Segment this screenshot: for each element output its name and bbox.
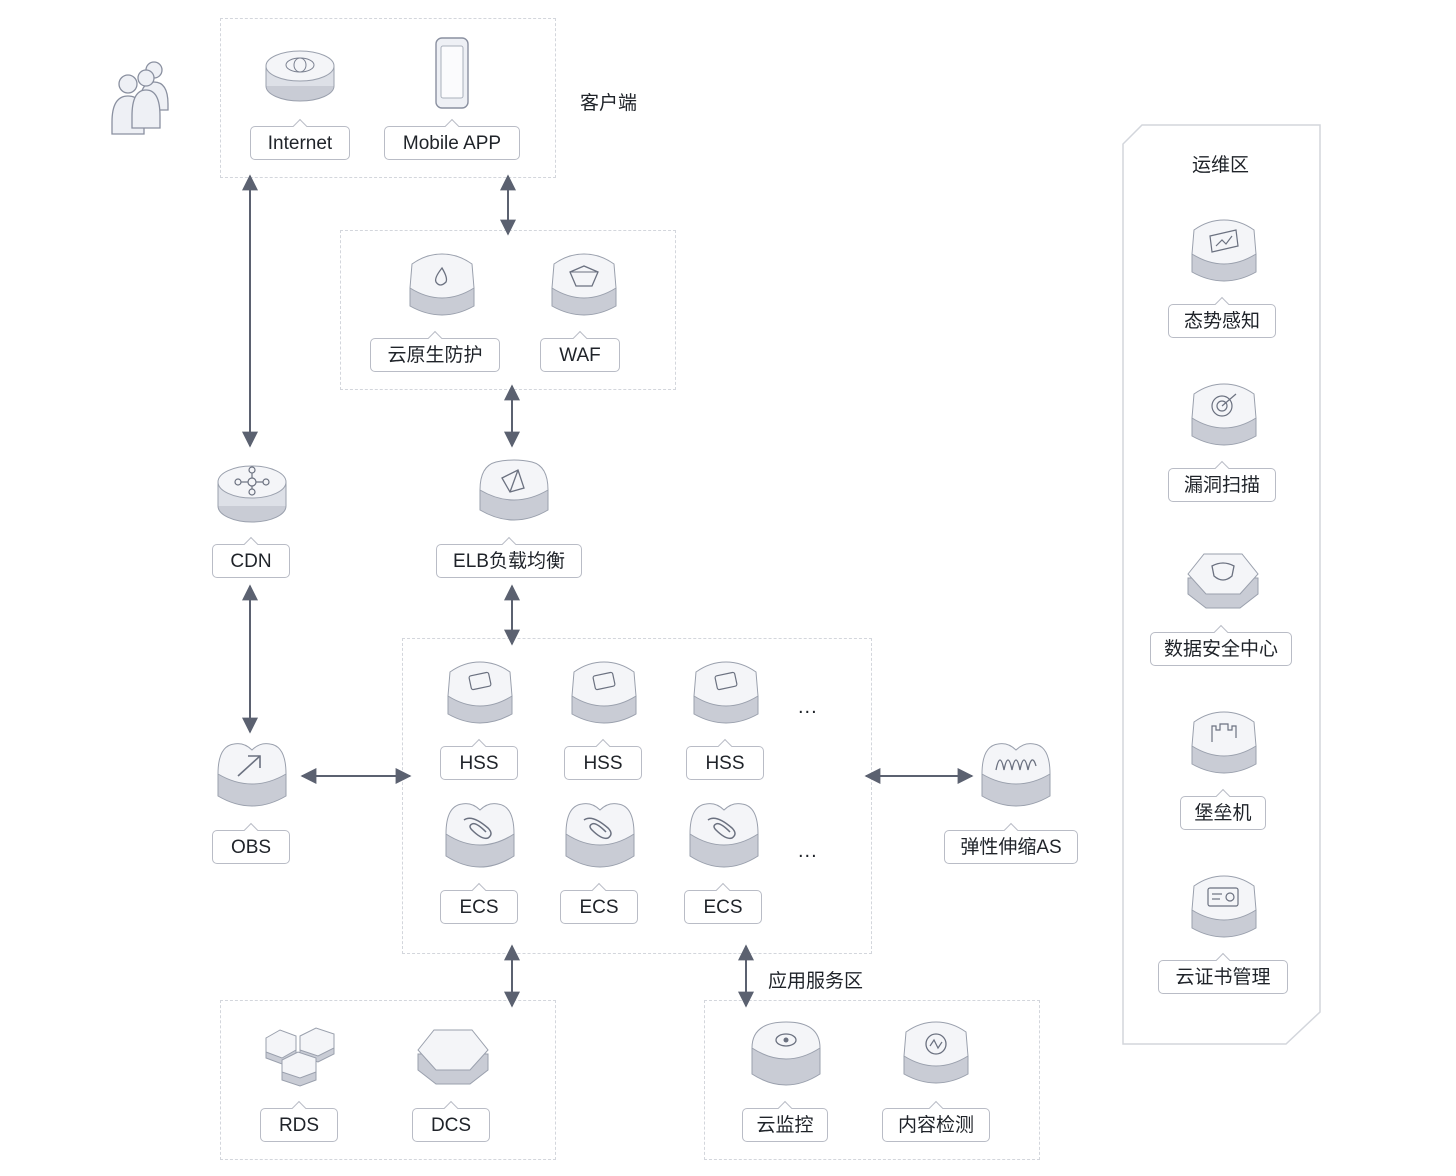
shield-waf-icon: [551, 253, 617, 316]
hss-label-3: HSS: [686, 746, 764, 780]
host-security-icon: [571, 661, 637, 724]
data-shield-icon: [1187, 553, 1259, 609]
certificate-icon: [1191, 875, 1257, 938]
hss-more: ...: [798, 696, 818, 718]
hss-label-1: HSS: [440, 746, 518, 780]
paperclip-icon: [689, 803, 759, 868]
rds-label: RDS: [260, 1108, 338, 1142]
ops-zone: [1122, 124, 1321, 1045]
ecs-label-1: ECS: [440, 890, 518, 924]
dcs-label: DCS: [412, 1108, 490, 1142]
situation-awareness-label: 态势感知: [1168, 304, 1276, 338]
upload-arrow-icon: [217, 743, 287, 807]
users-icon: [111, 61, 169, 135]
cloud-certificate-label: 云证书管理: [1158, 960, 1288, 994]
data-security-center-label: 数据安全中心: [1150, 632, 1292, 666]
content-check-icon: [903, 1021, 969, 1084]
internet-label: Internet: [250, 126, 350, 160]
ecs-label-2: ECS: [560, 890, 638, 924]
host-security-icon: [447, 661, 513, 724]
elb-label: ELB负载均衡: [436, 544, 582, 578]
ecs-more: ...: [798, 840, 818, 862]
cdn-label: CDN: [212, 544, 290, 578]
cloud-native-protection-label: 云原生防护: [370, 338, 500, 372]
eye-icon: [751, 1021, 821, 1086]
ecs-label-3: ECS: [684, 890, 762, 924]
paperclip-icon: [445, 803, 515, 868]
castle-icon: [1191, 711, 1257, 774]
vulnerability-scan-label: 漏洞扫描: [1168, 468, 1276, 502]
paperclip-icon: [565, 803, 635, 868]
bastion-host-label: 堡垒机: [1180, 796, 1266, 830]
globe-icon: [265, 50, 335, 102]
client-zone: [220, 18, 556, 178]
content-detection-label: 内容检测: [882, 1108, 990, 1142]
ops-zone-title: 运维区: [1192, 155, 1250, 176]
shield-drop-icon: [409, 253, 475, 316]
app-zone-title: 应用服务区: [768, 971, 864, 992]
hexagon-cluster-icon: [265, 1027, 335, 1087]
phone-icon: [435, 37, 469, 109]
waf-label: WAF: [540, 338, 620, 372]
mobile-app-label: Mobile APP: [384, 126, 520, 160]
autoscaling-wave-icon: [981, 743, 1051, 807]
load-balancer-icon: [479, 459, 549, 521]
cdn-node-icon: [217, 465, 287, 523]
monitoring-zone: [704, 1000, 1040, 1160]
hexagon-icon: [417, 1029, 489, 1085]
cloud-monitor-label: 云监控: [742, 1108, 828, 1142]
database-zone: [220, 1000, 556, 1160]
hss-label-2: HSS: [564, 746, 642, 780]
host-security-icon: [693, 661, 759, 724]
as-label: 弹性伸缩AS: [944, 830, 1078, 864]
app-service-zone: [402, 638, 872, 954]
target-icon: [1191, 383, 1257, 446]
dashboard-icon: [1191, 219, 1257, 282]
obs-label: OBS: [212, 830, 290, 864]
client-zone-title: 客户端: [580, 93, 638, 114]
